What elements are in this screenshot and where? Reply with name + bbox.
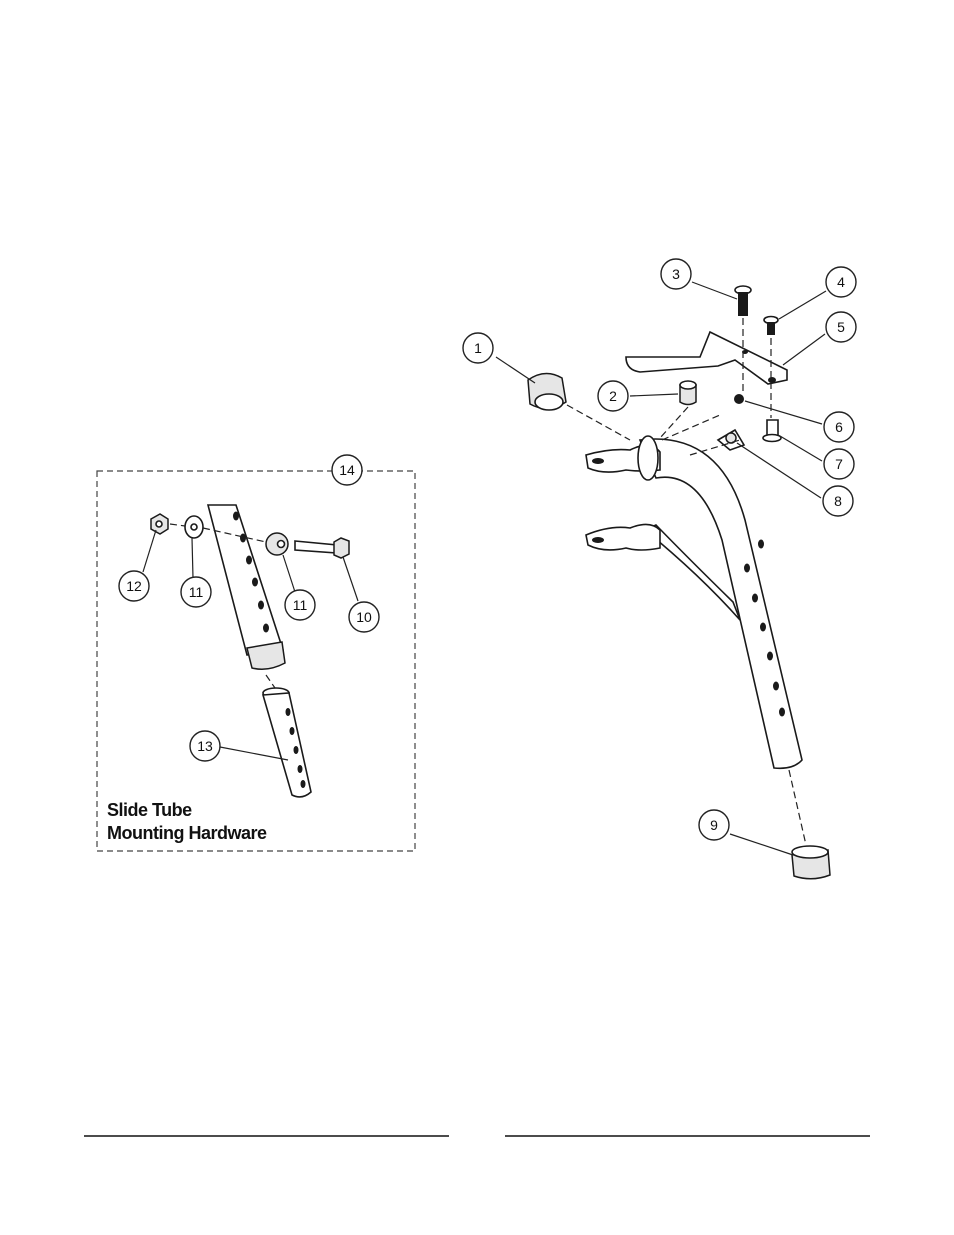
bolt-part-3 [734,285,752,316]
svg-text:11: 11 [293,597,308,613]
callout-14: 14 [331,454,363,486]
clip-part-8 [716,428,746,451]
svg-text:9: 9 [710,817,718,833]
frame-main-tube [585,435,803,770]
callout-13: 13 [189,730,221,762]
callout-1: 1 [462,332,494,364]
bracket-part-5 [625,330,788,385]
callout-9: 9 [698,809,730,841]
callout-11-left: 11 [180,576,212,608]
svg-text:7: 7 [835,456,843,472]
svg-text:4: 4 [837,274,845,290]
callout-10: 10 [348,601,380,633]
barrel-nut-part-7 [762,419,782,443]
lock-nut-part-12 [150,513,169,535]
nut-part-6 [734,394,744,404]
svg-text:10: 10 [356,609,372,625]
svg-text:13: 13 [197,738,213,754]
kit-dashed-border [96,470,416,852]
callout-8: 8 [822,485,854,517]
callout-6: 6 [823,411,855,443]
callout-7: 7 [823,448,855,480]
kit-title-line-1: Slide Tube [107,800,192,820]
upper-tube [206,504,286,670]
slide-tube-part-13 [261,687,312,798]
svg-text:3: 3 [672,266,680,282]
svg-text:1: 1 [474,340,482,356]
bushing-part-1 [527,372,567,411]
spacer-part-2 [679,380,697,406]
main-assembly [495,281,831,880]
svg-text:8: 8 [834,493,842,509]
callout-4: 4 [825,266,857,298]
frame-lower-tube [585,523,741,621]
end-cap-part-9 [791,845,831,880]
svg-text:11: 11 [189,584,204,600]
svg-text:6: 6 [835,419,843,435]
kit-title-line-2: Mounting Hardware [107,823,267,843]
washer-part-11-left [184,515,204,539]
bolt-part-4 [763,315,779,335]
callout-5: 5 [825,311,857,343]
bolt-part-10 [294,537,350,559]
svg-text:14: 14 [339,462,355,478]
svg-text:2: 2 [609,388,617,404]
callout-2: 2 [597,380,629,412]
svg-text:5: 5 [837,319,845,335]
callout-3: 3 [660,258,692,290]
callout-12: 12 [118,570,150,602]
spacer-part-11-right [265,532,289,556]
kit-group: Slide Tube Mounting Hardware [96,470,416,852]
callout-11-right: 11 [284,589,316,621]
svg-text:12: 12 [126,578,142,594]
